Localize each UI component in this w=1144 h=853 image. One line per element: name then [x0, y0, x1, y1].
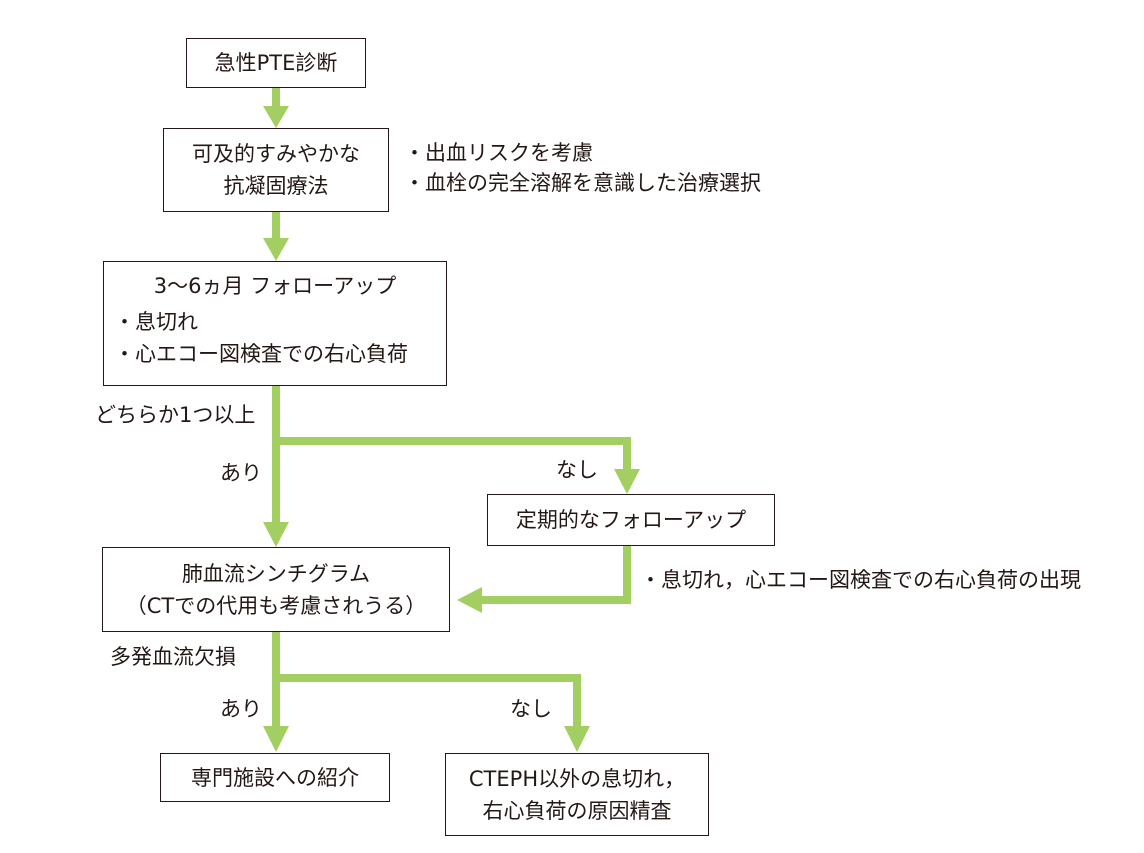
arrowhead [614, 469, 640, 494]
node-followup-item-1: ・息切れ [114, 310, 198, 334]
arrowhead [564, 726, 590, 752]
anticoag-note-1: ・出血リスクを考慮 [404, 141, 593, 165]
node-referral-label: 専門施設への紹介 [191, 765, 359, 790]
node-followup-item-2: ・心エコー図検査での右心負荷 [114, 342, 408, 366]
arrowhead [263, 522, 289, 547]
node-other-workup-line-2: 右心負荷の原因精査 [482, 798, 672, 823]
edge-label-yes-2: あり [220, 697, 262, 721]
edge-label-multiple-defects: 多発血流欠損 [110, 645, 236, 669]
edge-label-either-one: どちらか1つ以上 [95, 403, 256, 427]
node-scintigraphy-line-1: 肺血流シンチグラム [181, 561, 371, 586]
edge-label-no-1: なし [556, 458, 598, 482]
node-referral: 専門施設への紹介 [160, 753, 390, 802]
node-scintigraphy: 肺血流シンチグラム （CTでの代用も考慮されうる） [102, 547, 450, 632]
node-followup-title: 3〜6ヵ月 フォローアップ [153, 274, 397, 298]
node-followup: 3〜6ヵ月 フォローアップ ・息切れ ・心エコー図検査での右心負荷 [103, 261, 447, 386]
node-other-workup-line-1: CTEPH以外の息切れ， [468, 766, 686, 791]
anticoag-note-2: ・血栓の完全溶解を意識した治療選択 [404, 171, 761, 195]
node-anticoagulation-line-2: 抗凝固療法 [223, 174, 329, 198]
node-diagnosis-label: 急性PTE診断 [214, 51, 338, 75]
arrow-periodic-to-scintigraphy [480, 546, 631, 604]
arrowhead [263, 238, 289, 261]
node-other-workup: CTEPH以外の息切れ， 右心負荷の原因精査 [445, 753, 709, 836]
anticoag-notes: ・出血リスクを考慮 ・血栓の完全溶解を意識した治療選択 [404, 138, 761, 198]
node-anticoagulation-line-1: 可及的すみやかな [192, 142, 360, 166]
arrowhead [263, 726, 289, 752]
edge-label-no-2: なし [510, 697, 552, 721]
node-periodic-followup-label: 定期的なフォローアップ [515, 508, 747, 532]
node-anticoagulation: 可及的すみやかな 抗凝固療法 [163, 128, 389, 212]
edge-label-reappearance: ・息切れ，心エコー図検査での右心負荷の出現 [640, 568, 1081, 592]
arrow-branch-to-periodic [276, 437, 631, 470]
node-diagnosis: 急性PTE診断 [186, 38, 366, 88]
arrowhead [457, 587, 482, 613]
edge-label-yes-1: あり [220, 461, 262, 485]
arrow-branch-to-other [276, 674, 581, 728]
arrowhead [263, 106, 289, 128]
node-periodic-followup: 定期的なフォローアップ [487, 494, 775, 546]
node-scintigraphy-line-2: （CTでの代用も考慮されうる） [125, 593, 427, 618]
